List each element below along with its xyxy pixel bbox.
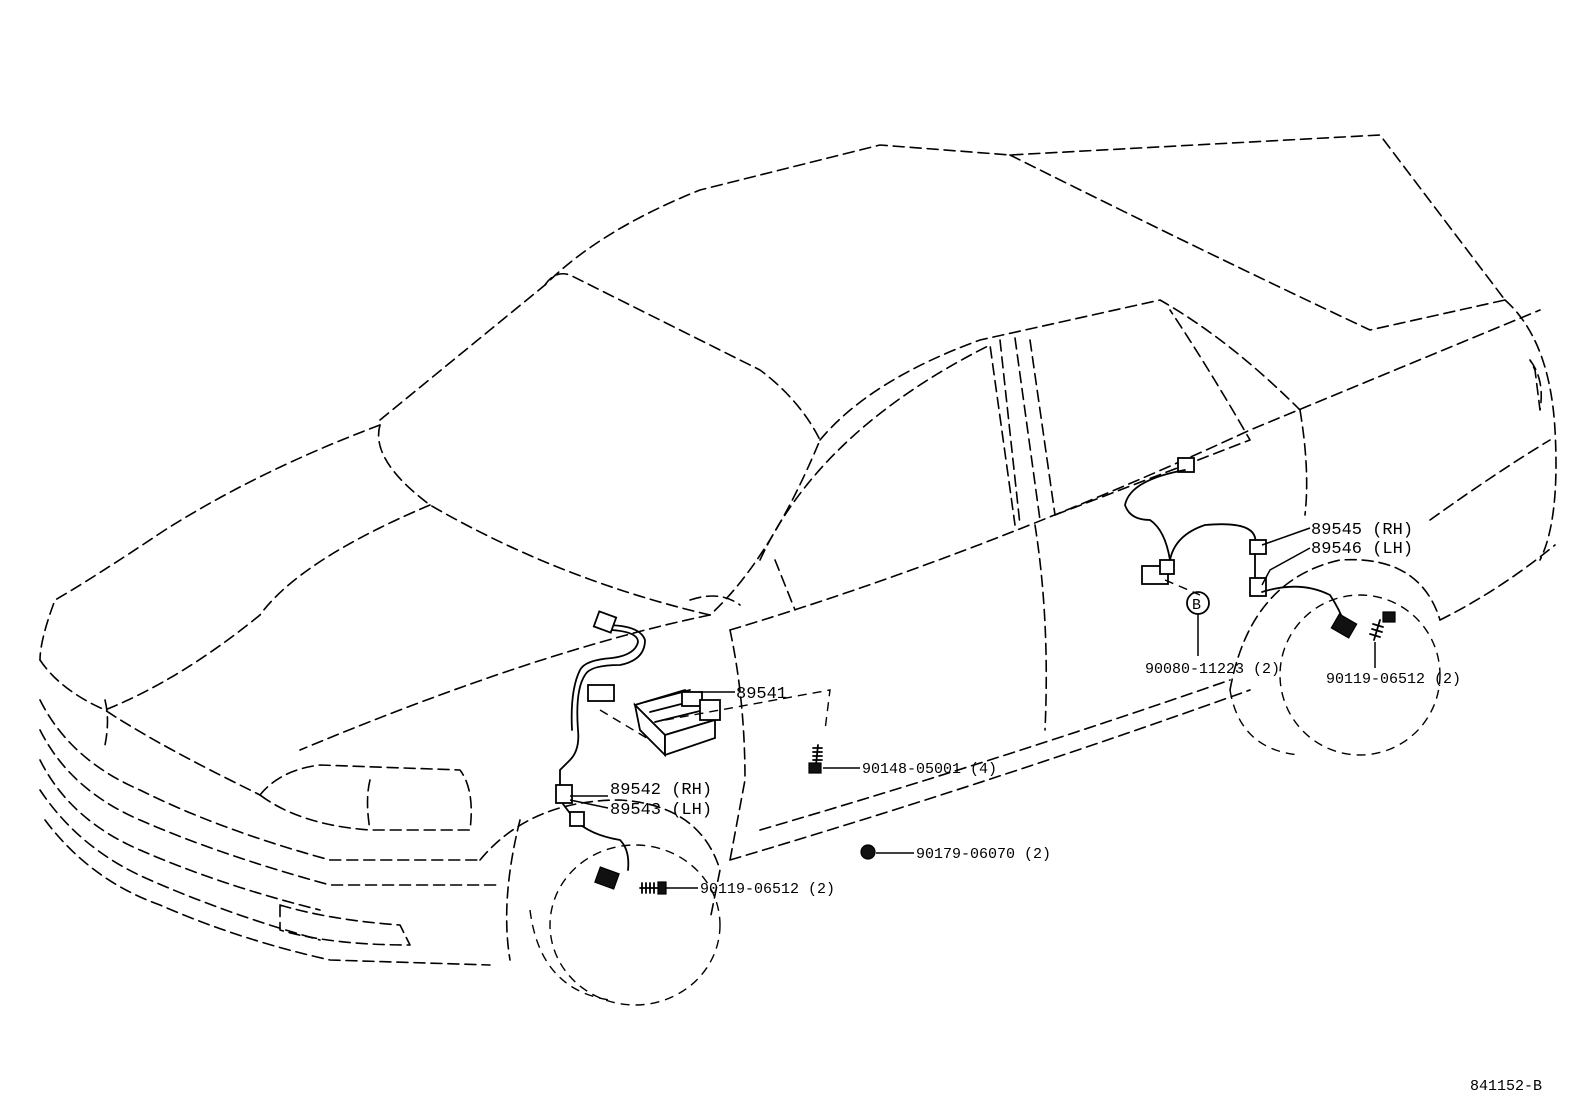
ref-b-marker: B (1186, 591, 1210, 615)
actuator-bolt-icon (808, 744, 823, 774)
ref-b-letter: B (1192, 597, 1201, 614)
label-90119-rear: 90119-06512 (2) (1326, 671, 1461, 688)
leader-lines (569, 527, 1376, 889)
label-89545: 89545 (RH) (1311, 521, 1413, 540)
label-90148: 90148-05001 (4) (862, 761, 997, 778)
part-labels: 89541 89542 (RH) 89543 (LH) 90119-06512 … (610, 521, 1542, 1095)
rear-bolt-icon (1369, 611, 1396, 641)
label-90119-front: 90119-06512 (2) (700, 881, 835, 898)
car-outline (39, 134, 1557, 1006)
label-89542: 89542 (RH) (610, 781, 712, 800)
label-89546: 89546 (LH) (1311, 540, 1413, 559)
nut-icon (860, 844, 876, 860)
front-bolt-icon (639, 881, 667, 895)
diagram-id: 841152-B (1470, 1078, 1542, 1095)
front-sensor-harness (555, 610, 646, 890)
label-89541: 89541 (736, 685, 787, 704)
label-90080: 90080-11223 (2) (1145, 661, 1280, 678)
label-89543: 89543 (LH) (610, 801, 712, 820)
abs-actuator (599, 688, 831, 758)
label-90179: 90179-06070 (2) (916, 846, 1051, 863)
rear-sensor-harness (1124, 457, 1358, 639)
